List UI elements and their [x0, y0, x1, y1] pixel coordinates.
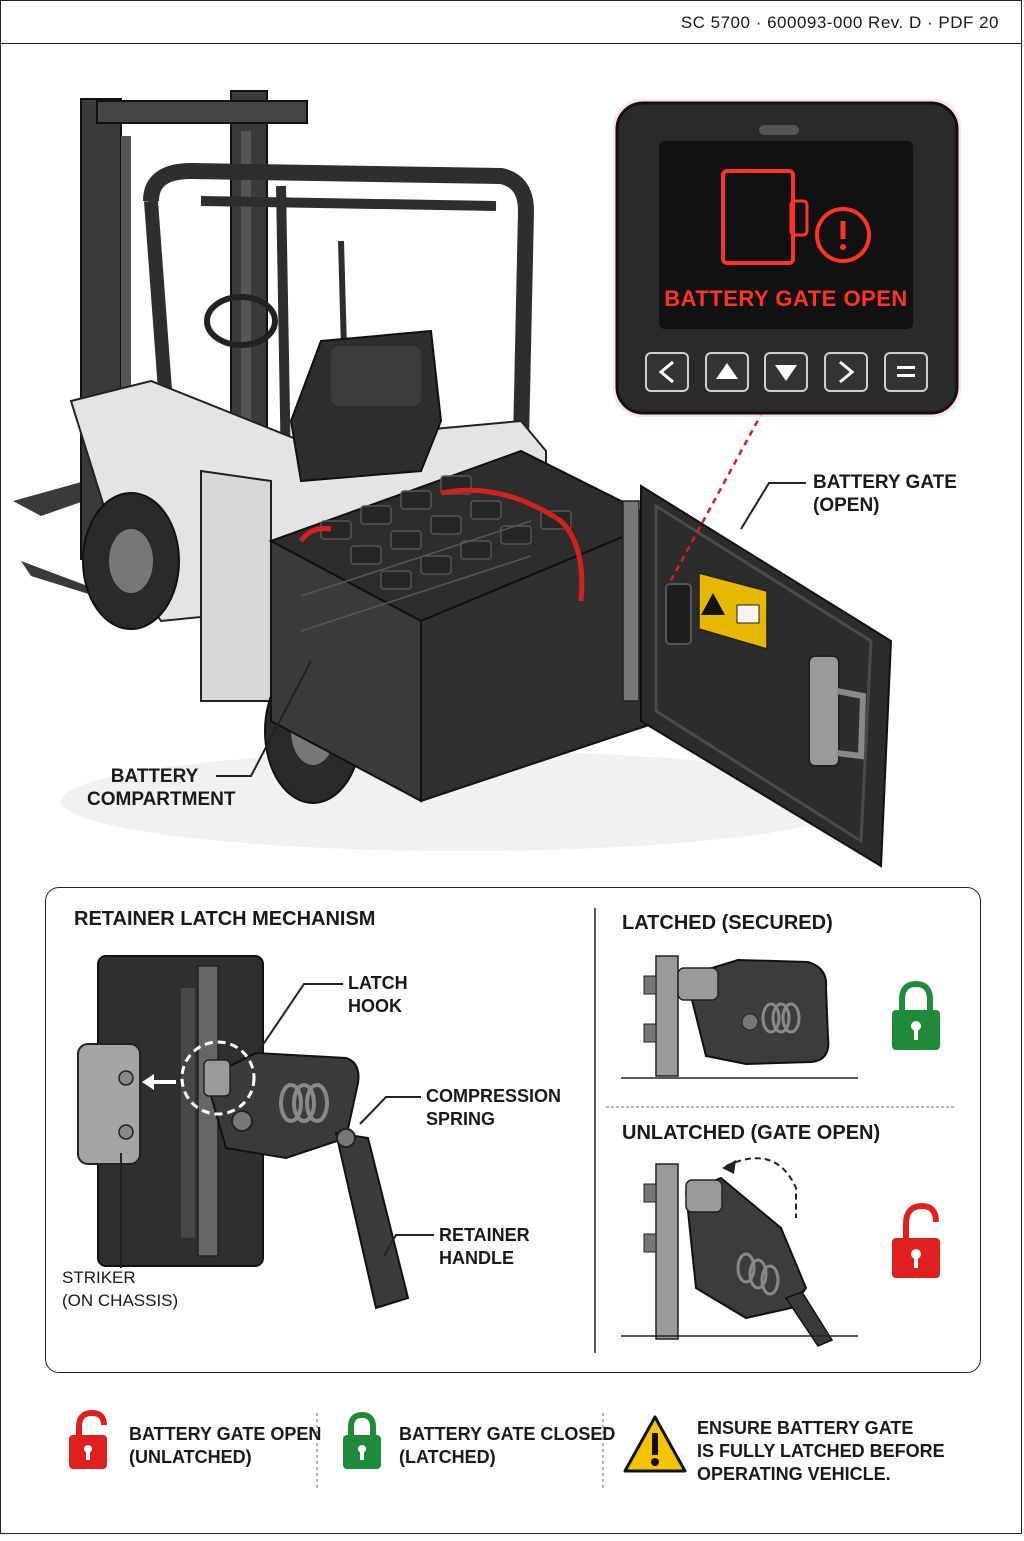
latched-title: LATCHED (SECURED)	[622, 912, 833, 934]
unlatched-title: UNLATCHED (GATE OPEN)	[622, 1122, 881, 1144]
display-up-button[interactable]	[706, 353, 748, 391]
display-button-row	[645, 352, 928, 392]
legend-gate-closed: BATTERY GATE CLOSED (LATCHED)	[399, 1424, 616, 1467]
label-retainer-handle: RETAINER HANDLE	[439, 1225, 530, 1268]
footer-icons	[69, 1409, 687, 1489]
unlatched-lock-icon	[892, 1202, 940, 1278]
open-lock-icon	[69, 1409, 107, 1469]
warning-icon	[623, 1415, 687, 1473]
latched-lock-icon	[892, 980, 940, 1050]
label-latch-hook: LATCH HOOK	[348, 973, 408, 1016]
display-down-button[interactable]	[765, 353, 807, 391]
latch-diagrams	[77, 908, 956, 1353]
label-compression-spring: COMPRESSION SPRING	[426, 1086, 562, 1129]
callout-battery-compartment: BATTERY COMPARTMENT	[87, 766, 236, 810]
latch-mechanism-panel: RETAINER LATCH MECHANISM LATCH HOOK COMP…	[45, 887, 981, 1373]
page-header: SC 5700 · 600093-000 Rev. D · PDF 20	[1, 1, 1021, 44]
forklift-illustration	[13, 90, 961, 868]
document-reference: SC 5700 · 600093-000 Rev. D · PDF 20	[680, 13, 999, 32]
display-alert-message: BATTERY GATE OPEN	[664, 286, 908, 311]
callout-battery-gate: BATTERY GATE (OPEN)	[813, 472, 957, 516]
legend-gate-open: BATTERY GATE OPEN (UNLATCHED)	[129, 1424, 322, 1467]
display-right-button[interactable]	[825, 353, 867, 391]
label-striker: STRIKER (ON CHASSIS)	[62, 1268, 179, 1310]
display-menu-button[interactable]	[885, 353, 927, 391]
display-left-button[interactable]	[646, 353, 688, 391]
warning-message: ENSURE BATTERY GATE IS FULLY LATCHED BEF…	[697, 1418, 945, 1484]
latch-panel-title: RETAINER LATCH MECHANISM	[74, 908, 376, 930]
closed-lock-icon	[343, 1411, 381, 1469]
